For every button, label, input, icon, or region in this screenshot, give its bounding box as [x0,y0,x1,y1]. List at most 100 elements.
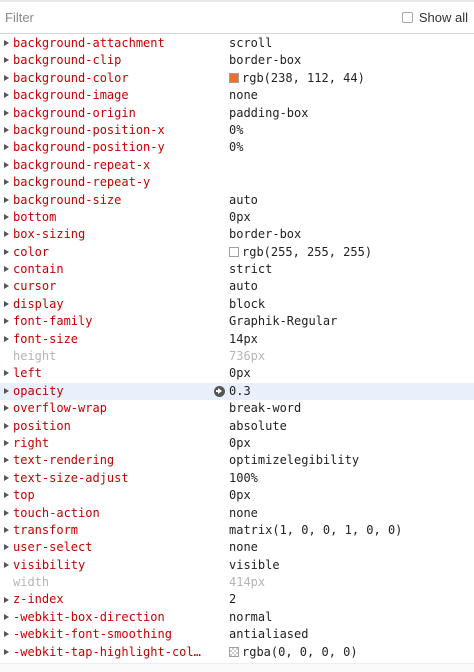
expand-arrow-icon[interactable] [4,631,9,638]
expand-arrow-icon[interactable] [4,196,9,203]
expand-arrow-icon[interactable] [4,40,9,46]
property-value: none [229,539,258,556]
property-value: 414px [229,574,265,591]
expand-arrow-icon[interactable] [4,109,9,116]
expand-arrow-icon[interactable] [4,74,9,81]
property-row[interactable]: -webkit-tap-highlight-col…rgba(0, 0, 0, … [0,644,474,661]
property-value: 0% [229,122,243,139]
expand-arrow-icon[interactable] [4,509,9,516]
expand-arrow-icon[interactable] [4,266,9,273]
expand-arrow-icon[interactable] [4,474,9,481]
property-row[interactable]: width 414px [0,574,474,591]
go-to-rule-icon[interactable] [214,385,225,397]
property-value: none [229,505,258,522]
expand-arrow-icon[interactable] [4,613,9,620]
expand-arrow-icon[interactable] [4,561,9,568]
property-name: background-color [13,70,129,85]
expand-arrow-icon[interactable] [4,422,9,429]
expand-arrow-icon[interactable] [4,248,9,255]
property-row[interactable]: background-repeat-y [0,174,474,191]
expand-arrow-icon[interactable] [4,544,9,551]
property-value-text: auto [229,279,258,294]
property-value-text: strict [229,262,273,277]
property-value-text: none [229,540,258,555]
expand-arrow-icon[interactable] [4,457,9,464]
property-name: top [13,488,35,503]
expand-arrow-icon[interactable] [4,370,9,377]
expand-arrow-icon[interactable] [4,179,9,186]
expand-arrow-icon[interactable] [4,335,9,342]
property-value: absolute [229,418,287,435]
expand-arrow-icon[interactable] [4,405,9,412]
expand-arrow-icon[interactable] [4,57,9,64]
property-name: background-repeat-y [13,175,151,190]
expand-arrow-icon[interactable] [4,492,9,499]
expand-arrow-icon[interactable] [4,213,9,220]
expand-arrow-icon[interactable] [4,126,9,133]
color-swatch-icon[interactable] [229,73,239,84]
show-all-toggle[interactable]: Show all [401,2,468,33]
color-swatch-icon[interactable] [229,647,239,658]
property-name: height [13,349,57,364]
expand-arrow-icon[interactable] [4,92,9,99]
property-row[interactable]: background-repeat-x [0,157,474,174]
property-row[interactable]: background-origin padding-box [0,105,474,122]
expand-arrow-icon[interactable] [4,439,9,446]
property-name: -webkit-font-smoothing [13,627,172,642]
property-value-text: visible [229,557,280,572]
expand-arrow-icon[interactable] [4,387,9,394]
show-all-checkbox[interactable] [401,12,413,23]
property-name: background-attachment [13,35,165,50]
property-name: overflow-wrap [13,401,107,416]
expand-arrow-icon[interactable] [4,648,9,655]
expand-arrow-icon[interactable] [4,161,9,168]
expand-arrow-icon[interactable] [4,283,9,290]
expand-arrow-icon[interactable] [4,526,9,533]
expand-arrow-icon[interactable] [4,318,9,325]
expand-arrow-icon[interactable] [4,144,9,151]
property-name: background-origin [13,105,136,120]
expand-arrow-icon[interactable] [4,596,9,603]
property-name: width [13,575,50,590]
property-value-text: absolute [229,418,287,433]
property-value: normal [229,609,272,626]
property-value-text: 0px [229,366,251,381]
color-swatch-icon[interactable] [229,247,239,258]
property-value: padding-box [229,105,308,122]
expand-arrow-icon[interactable] [4,300,9,307]
filter-input[interactable] [0,2,385,33]
panel-top-edge [0,0,474,2]
expand-arrow-icon[interactable] [4,231,9,238]
